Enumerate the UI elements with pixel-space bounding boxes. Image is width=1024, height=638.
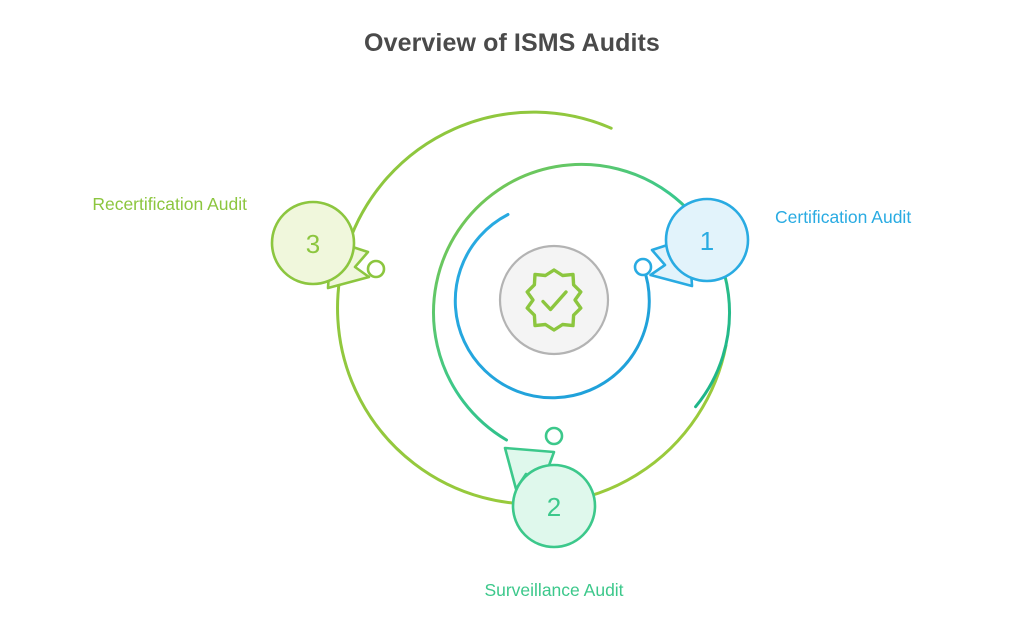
- bubble-3[interactable]: [270, 200, 356, 286]
- inner-blue-arc: [453, 213, 651, 400]
- label-certification-audit[interactable]: Certification Audit: [775, 207, 912, 227]
- node-2[interactable]: [544, 426, 564, 446]
- center-ring: [498, 244, 610, 356]
- bubble-1[interactable]: [664, 197, 750, 283]
- node-3[interactable]: [366, 259, 386, 279]
- audit-marker-3[interactable]: 3: [270, 200, 386, 290]
- middle-teal-arc: [432, 162, 732, 442]
- audit-marker-1[interactable]: 1: [633, 197, 750, 288]
- label-surveillance-audit[interactable]: Surveillance Audit: [484, 580, 624, 600]
- audit-marker-2[interactable]: 2: [503, 426, 597, 549]
- bubble-1-number: 1: [700, 226, 714, 256]
- verified-badge-check-icon: [525, 268, 583, 332]
- bubble-2[interactable]: [511, 463, 597, 549]
- node-1[interactable]: [633, 257, 653, 277]
- label-recertification-audit[interactable]: Recertification Audit: [92, 194, 247, 214]
- bubble-2-number: 2: [547, 492, 561, 522]
- page-title: Overview of ISMS Audits: [364, 29, 660, 57]
- bubble-3-number: 3: [306, 229, 320, 259]
- outer-green-arc: [336, 110, 728, 506]
